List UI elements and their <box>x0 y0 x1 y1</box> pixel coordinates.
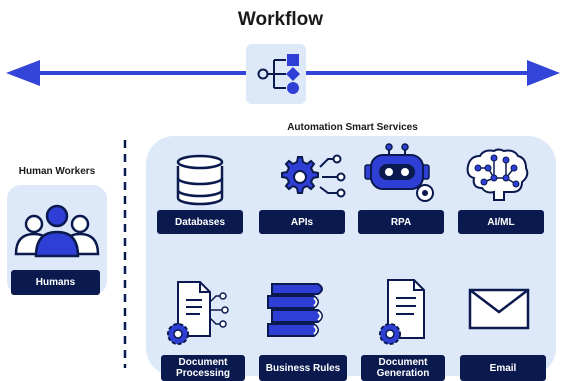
page-title: Workflow <box>237 9 324 30</box>
human-workers-heading: Human Workers <box>18 166 96 177</box>
service-label-databases: Databases <box>157 210 243 234</box>
service-label-apis: APIs <box>259 210 345 234</box>
email-icon <box>468 288 530 330</box>
robot-icon <box>364 143 434 202</box>
service-label-aiml: AI/ML <box>458 210 544 234</box>
books-icon <box>267 283 323 337</box>
api-gear-icon <box>281 154 346 198</box>
service-label-document-processing: Document Processing <box>161 355 245 381</box>
document-processing-icon <box>167 281 229 345</box>
services-heading: Automation Smart Services <box>287 122 418 133</box>
document-generation-icon <box>379 279 425 345</box>
service-label-rpa: RPA <box>358 210 444 234</box>
service-label-business-rules: Business Rules <box>259 355 347 381</box>
divider <box>123 140 127 368</box>
database-icon <box>176 154 224 206</box>
workflow-icon <box>257 54 300 94</box>
service-label-document-generation: Document Generation <box>361 355 445 381</box>
humans-icon <box>14 204 100 258</box>
brain-icon <box>466 148 529 201</box>
service-label-email: Email <box>460 355 546 381</box>
humans-label: Humans <box>11 270 100 295</box>
